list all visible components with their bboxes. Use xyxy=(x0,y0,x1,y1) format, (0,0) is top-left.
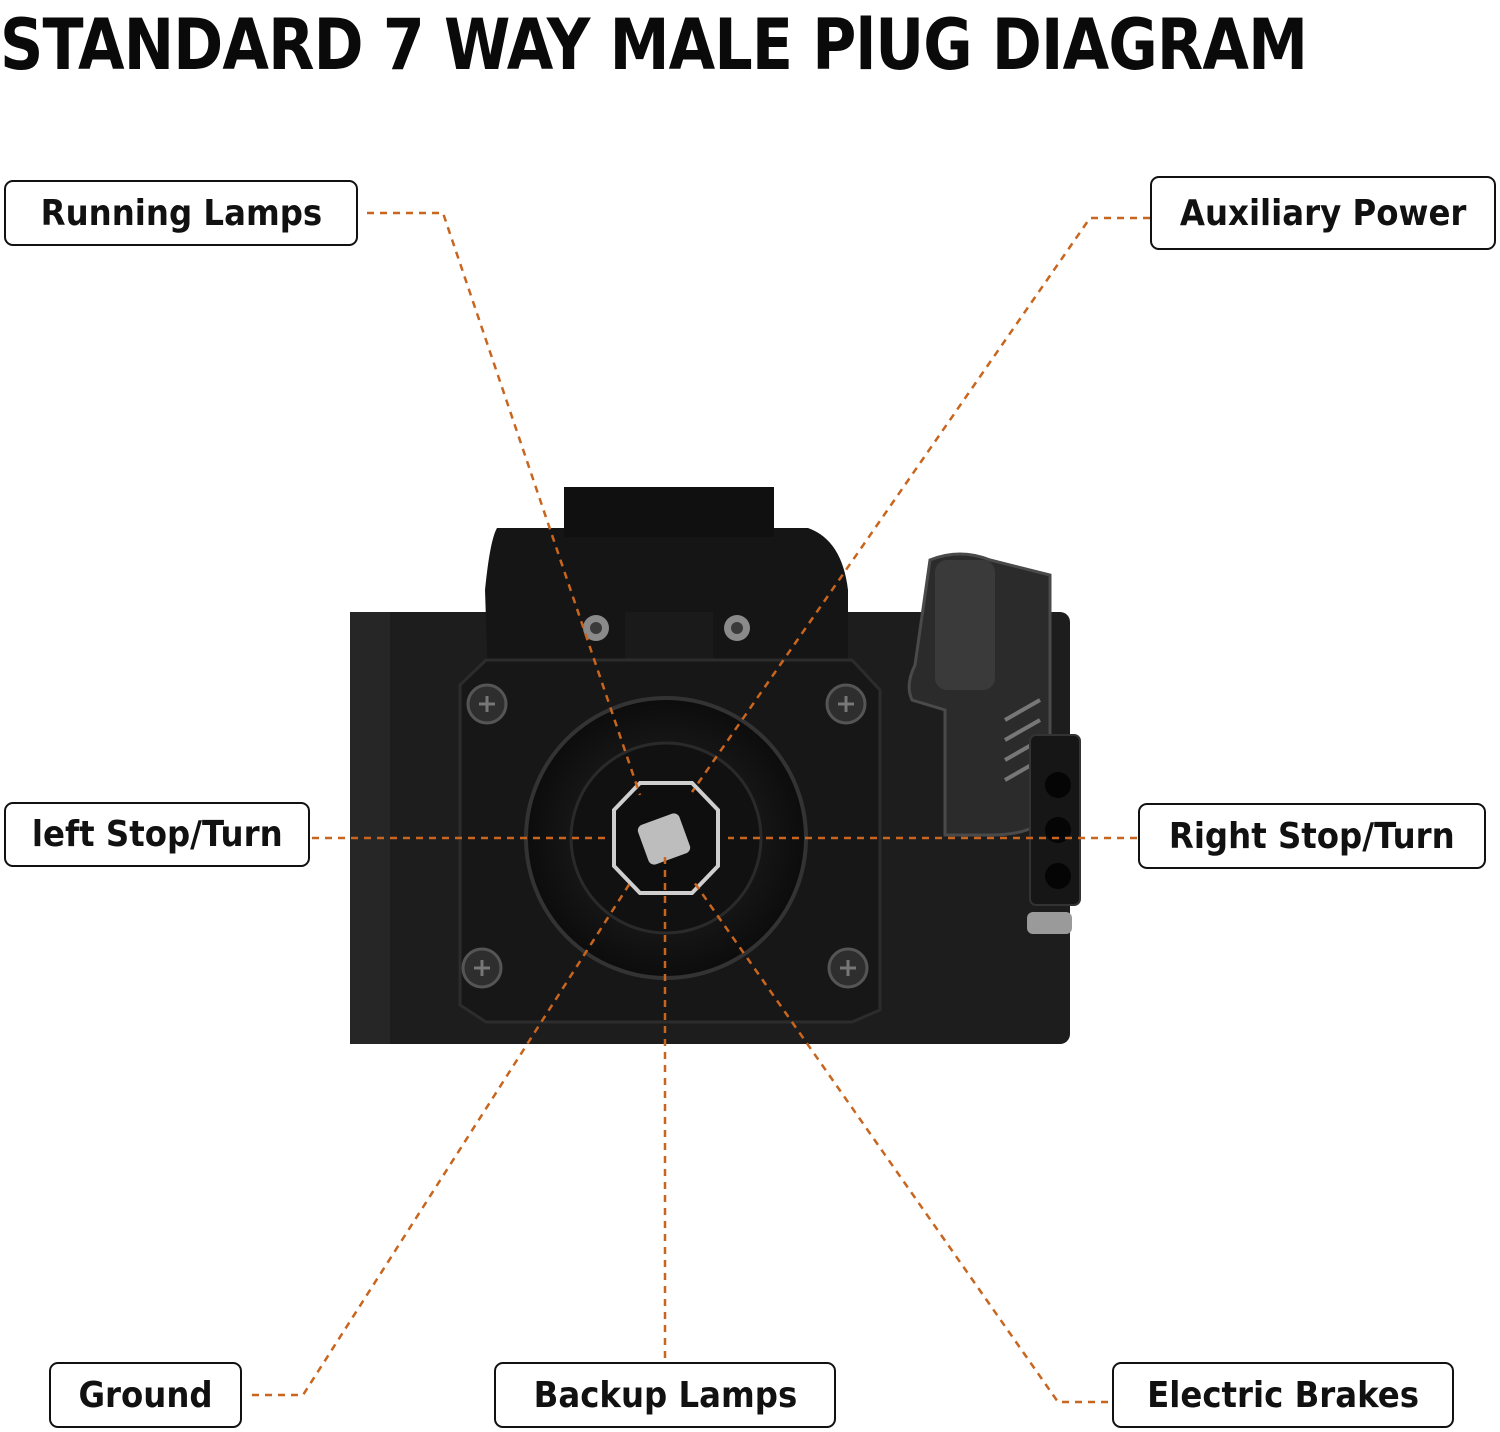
label-left-stop-turn: left Stop/Turn xyxy=(4,802,310,867)
label-auxiliary-power: Auxiliary Power xyxy=(1150,176,1496,250)
plug-photo xyxy=(350,487,1081,1044)
center-pin xyxy=(637,813,691,865)
label-text: Running Lamps xyxy=(40,192,322,234)
label-running-lamps: Running Lamps xyxy=(4,180,358,246)
label-backup-lamps: Backup Lamps xyxy=(494,1362,836,1428)
cap-latch xyxy=(564,487,774,537)
label-text: Right Stop/Turn xyxy=(1169,815,1455,857)
label-text: Ground xyxy=(78,1374,213,1416)
plug-cap xyxy=(485,528,848,680)
leader-electric-brakes xyxy=(692,881,1108,1404)
label-text: Backup Lamps xyxy=(533,1374,797,1416)
leader-auxiliary-power xyxy=(690,216,1150,793)
label-right-stop-turn: Right Stop/Turn xyxy=(1138,803,1486,869)
label-ground: Ground xyxy=(49,1362,242,1428)
side-pin xyxy=(1027,912,1072,934)
label-electric-brakes: Electric Brakes xyxy=(1112,1362,1454,1428)
leader-ground xyxy=(252,879,634,1397)
leader-lines xyxy=(252,211,1150,1404)
label-text: Electric Brakes xyxy=(1147,1374,1419,1416)
leader-running-lamps xyxy=(367,211,642,796)
label-text: left Stop/Turn xyxy=(31,814,283,855)
page-title: STANDARD 7 WAY MALE PlUG DIAGRAM xyxy=(0,4,1308,86)
label-text: Auxiliary Power xyxy=(1179,192,1467,234)
